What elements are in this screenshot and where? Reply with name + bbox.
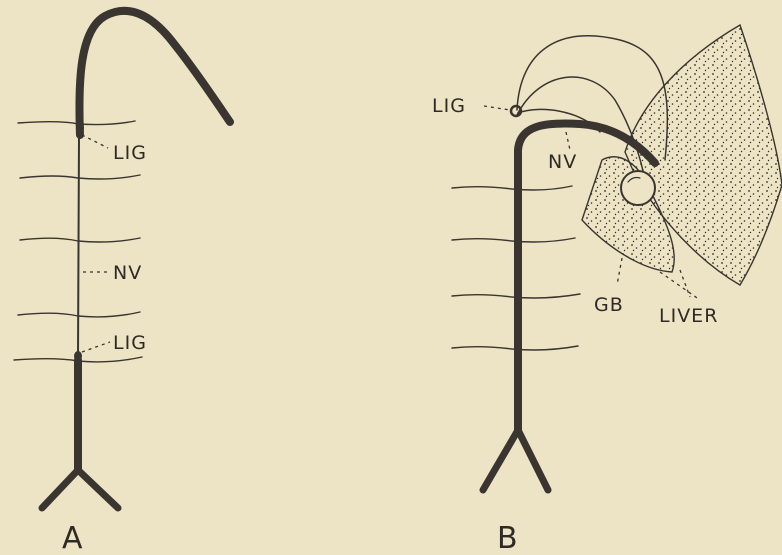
panel-b-label-gb: GB: [594, 294, 624, 316]
panel-b-gall-bladder: [621, 171, 655, 205]
panel-a-vessel: [78, 135, 79, 358]
panel-a-label-nv: NV: [113, 262, 142, 284]
panel-a-ligament-upper: [76, 120, 84, 136]
panel-b-bifurcation: [483, 430, 548, 490]
panel-a-bifurcation: [42, 470, 118, 508]
panel-a-label-lig-upper: LIG: [113, 142, 147, 164]
panel-b-label-lig: LIG: [432, 95, 466, 117]
panel-b-letter: B: [497, 521, 518, 555]
panel-a-letter: A: [62, 521, 83, 555]
panel-b-label-liver: LIVER: [659, 305, 718, 327]
panel-a-nerve-hook: [79, 11, 230, 135]
panel-b: LIG NV GB LIVER B: [432, 25, 782, 555]
panel-a-label-lig-lower: LIG: [113, 332, 147, 354]
panel-b-label-nv: NV: [548, 151, 577, 173]
panel-a: LIG NV LIG A: [14, 11, 230, 555]
